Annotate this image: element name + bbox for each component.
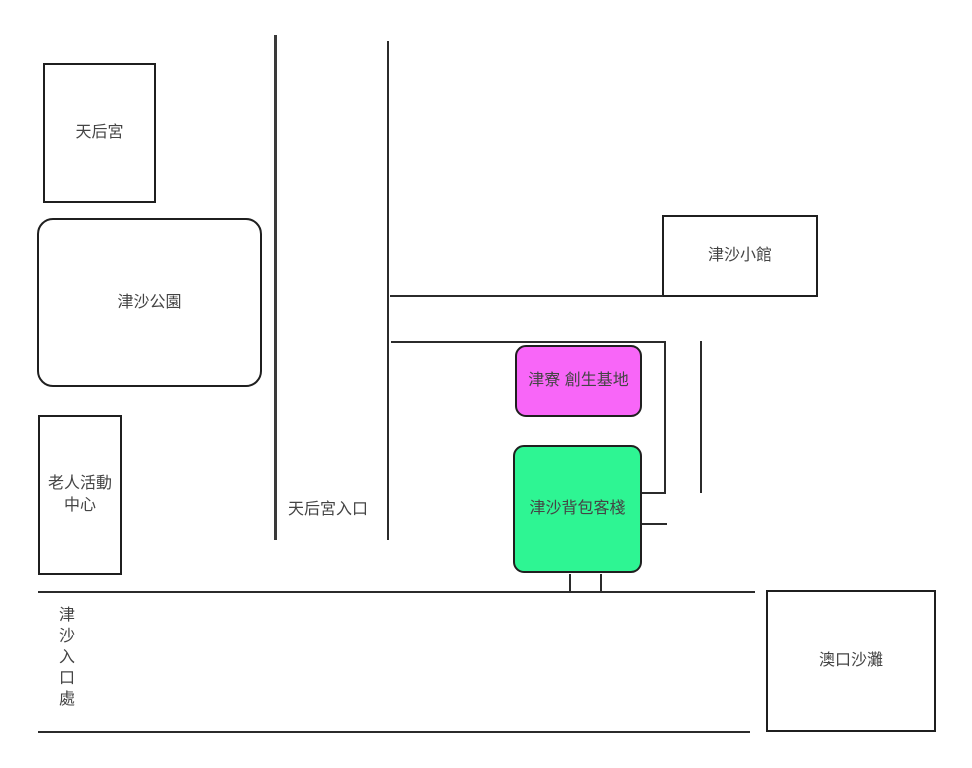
road-line-tianhou-street-left [274,35,277,540]
road-label-tianhou-entrance: 天后宮入口 [288,501,369,518]
place-tianhou-temple: 天后宮 [43,63,156,203]
road-line-hostel-entrance-tick-left [569,574,571,593]
place-aokou-beach: 澳口沙灘 [766,590,936,732]
place-backpacker-hostel: 津沙背包客棧 [513,445,642,573]
road-line-hostel-side-connector [642,523,667,525]
road-label-jinsha-entrance: 津沙入口處 [56,606,73,711]
place-jinsha-park: 津沙公園 [37,218,262,387]
place-senior-activity-center: 老人活動 中心 [38,415,122,575]
road-line-alley-inner-vertical [664,341,666,494]
road-line-main-road-top-edge [38,591,755,593]
road-line-alley-outer-vertical [700,341,702,493]
place-jinliao-base: 津寮 創生基地 [515,345,642,417]
road-line-alley-inner-connector [642,492,666,494]
road-line-main-road-bottom-edge [38,731,750,733]
road-line-tianhou-street-right [387,41,389,540]
road-line-hostel-entrance-tick-right [600,574,602,593]
road-line-lower-lane [391,341,666,343]
place-jinsha-bistro: 津沙小館 [662,215,818,297]
road-line-upper-lane [390,295,663,297]
